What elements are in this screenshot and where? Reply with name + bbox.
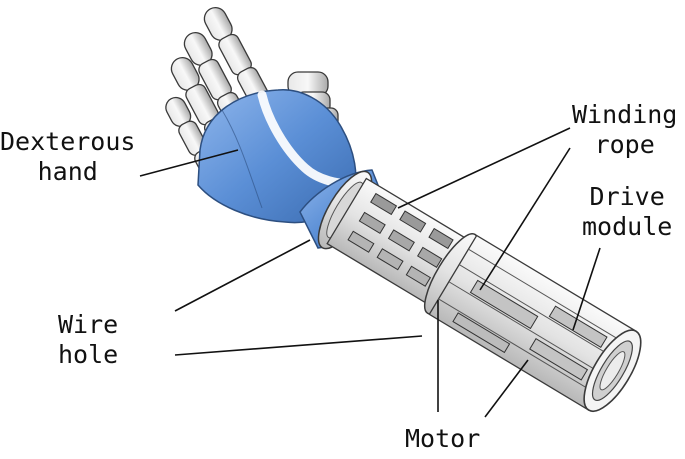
leader-dexterous-hand [139,149,239,177]
leader-motor-right [484,359,529,418]
label-dexterous-hand-line1: Dexterous [0,127,136,156]
leader-wire-hole-upper [174,239,311,312]
leader-lines [139,127,601,418]
label-winding-rope: Winding rope [572,100,677,160]
label-wire-hole: Wire hole [58,310,118,370]
label-dexterous-hand: Dexterous hand [0,127,135,187]
label-wire-hole-line1: Wire [58,310,119,339]
motor-slot [469,279,539,330]
leader-wire-hole-lower [174,335,423,356]
leader-drive-module-a [479,147,571,291]
leader-winding-rope [397,127,571,209]
label-winding-rope-line2: rope [594,130,655,159]
label-wire-hole-line2: hole [58,340,119,369]
label-drive-module: Drive module [582,182,672,242]
leader-drive-module-b [572,247,601,331]
label-winding-rope-line1: Winding [572,100,678,129]
label-drive-module-line2: module [582,212,673,241]
label-dexterous-hand-line2: hand [37,157,98,186]
label-motor: Motor [405,424,480,454]
label-drive-module-line1: Drive [589,182,665,211]
forearm-assembly [317,170,642,412]
label-motor-text: Motor [405,424,481,453]
